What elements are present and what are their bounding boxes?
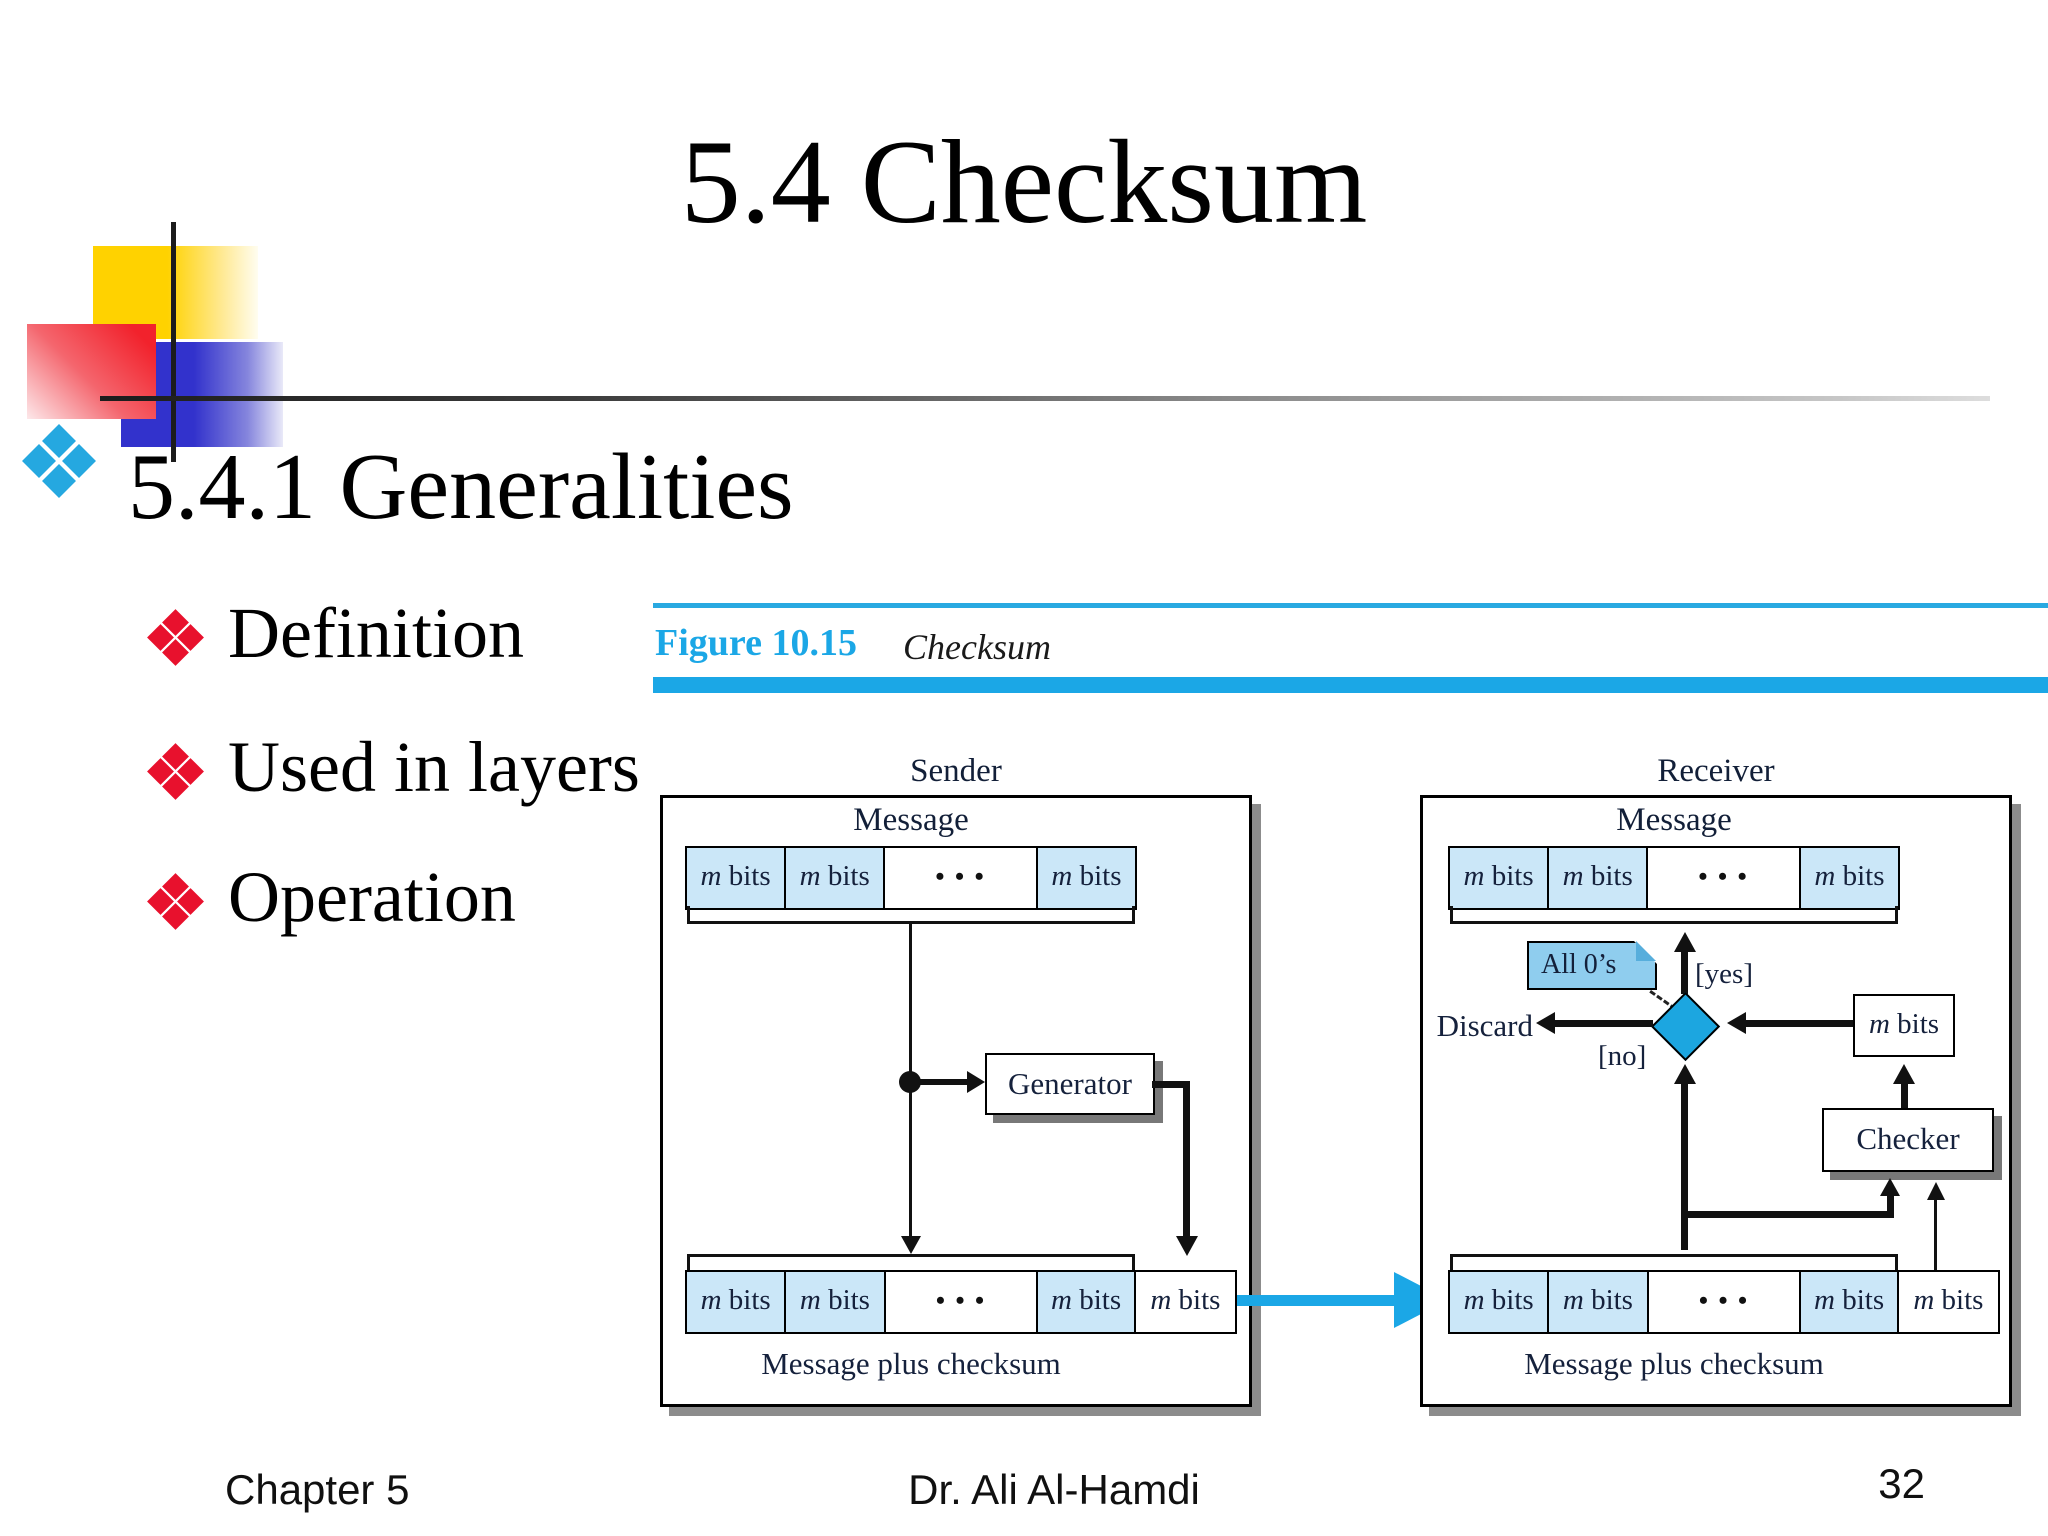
footer-author: Dr. Ali Al-Hamdi xyxy=(908,1466,1200,1513)
slide-title: 5.4 Checksum xyxy=(680,115,1368,248)
all-zeros-text: All 0’s xyxy=(1541,949,1617,980)
figure-caption: Checksum xyxy=(903,627,1051,667)
sender-box: Sender Message m bits m bits • • • m bit… xyxy=(660,753,1252,1407)
cell-m-bits: m bits xyxy=(687,848,787,908)
no-label: [no] xyxy=(1598,1040,1647,1072)
decor-red-square xyxy=(27,324,156,419)
m-bits-box: m bits xyxy=(1853,994,1955,1057)
footer-page-number: 32 xyxy=(1878,1460,1925,1507)
checksum-feed-line xyxy=(1934,1198,1937,1270)
cell-m-bits: m bits xyxy=(786,848,886,908)
note-fold-icon xyxy=(1636,941,1656,961)
cell-ellipsis: • • • xyxy=(1649,1272,1802,1332)
bullet-l1-text: 5.4.1 Generalities xyxy=(128,435,794,539)
cell-m-bits: m bits xyxy=(1450,1272,1550,1332)
footer-chapter: Chapter 5 xyxy=(225,1466,410,1513)
generator-out-line xyxy=(1152,1081,1190,1088)
receiver-message-cells: m bits m bits • • • m bits xyxy=(1448,846,1900,910)
bullet-l2-text: Used in layers xyxy=(228,727,640,807)
checker-box: Checker xyxy=(1822,1108,1994,1172)
cell-ellipsis: • • • xyxy=(885,848,1038,908)
junction-dot-icon xyxy=(899,1071,921,1093)
arrow-up-icon xyxy=(1893,1064,1915,1084)
checker-to-mbits-line xyxy=(1901,1082,1908,1108)
cell-checksum: m bits xyxy=(1913,1284,1984,1316)
checker-to-diamond-line xyxy=(1744,1020,1853,1027)
cell-m-bits: m bits xyxy=(1037,848,1136,908)
sender-checksum-cells: m bits m bits • • • m bits m bits xyxy=(685,1270,1237,1334)
cell-ellipsis: • • • xyxy=(886,1272,1039,1332)
cell-m-bits: m bits xyxy=(786,1272,886,1332)
arrow-right-icon xyxy=(967,1071,985,1093)
sender-bottom-label: Message plus checksum xyxy=(761,1346,1061,1381)
arrow-up-icon xyxy=(1927,1182,1945,1200)
cell-m-bits: m bits xyxy=(687,1272,787,1332)
discard-line xyxy=(1553,1020,1653,1027)
cell-m-bits: m bits xyxy=(1450,848,1550,908)
diamond-bullet-icon xyxy=(147,609,204,666)
sender-top-bracket xyxy=(687,906,1135,924)
receiver-message-label: Message xyxy=(1616,802,1732,838)
data-flow-line xyxy=(1887,1194,1894,1211)
m-bits-text: bits xyxy=(1897,1008,1940,1040)
sender-message-cells: m bits m bits • • • m bits xyxy=(685,846,1137,910)
bullet-l2-text: Operation xyxy=(228,857,516,937)
receiver-checksum-cells: m bits m bits • • • m bits m bits xyxy=(1448,1270,2000,1334)
cell-m-bits: m bits xyxy=(1549,1272,1649,1332)
sender-bottom-bracket xyxy=(687,1254,1135,1270)
arrow-left-icon xyxy=(1727,1012,1746,1034)
sender-message-label: Message xyxy=(853,802,969,838)
cell-ellipsis: • • • xyxy=(1648,848,1801,908)
generator-box: Generator xyxy=(985,1053,1155,1115)
cell-m-bits: m bits xyxy=(1549,848,1649,908)
yes-label: [yes] xyxy=(1695,958,1753,990)
receiver-top-bracket xyxy=(1450,906,1898,924)
diamond-bullet-icon xyxy=(147,743,204,800)
transmission-arrow xyxy=(1237,1295,1397,1306)
diamond-bullet-icon xyxy=(147,873,204,930)
receiver-box: Receiver Message m bits m bits • • • m b… xyxy=(1420,753,2012,1407)
figure-number: Figure 10.15 xyxy=(655,622,857,664)
cell-m-bits: m bits xyxy=(1800,848,1899,908)
decision-diamond-icon xyxy=(1650,991,1721,1062)
receiver-title: Receiver xyxy=(1657,753,1775,789)
generator-out-line xyxy=(1183,1081,1190,1238)
arrow-up-icon xyxy=(1674,932,1696,952)
cell-m-bits: m bits xyxy=(1801,1272,1899,1332)
yes-line xyxy=(1681,950,1688,994)
arrow-up-icon xyxy=(1880,1178,1900,1196)
cell-m-bits: m bits xyxy=(1038,1272,1136,1332)
figure-top-rule xyxy=(653,603,2048,608)
arrow-left-icon xyxy=(1536,1012,1555,1034)
figure-bottom-rule xyxy=(653,677,2048,693)
receiver-bottom-bracket xyxy=(1450,1254,1898,1270)
data-flow-line xyxy=(1681,1082,1688,1250)
bullet-l2-text: Definition xyxy=(228,593,524,673)
arrow-down-icon xyxy=(1176,1236,1198,1256)
data-flow-line xyxy=(1681,1211,1894,1218)
decor-vertical-line xyxy=(171,222,176,462)
receiver-bottom-label: Message plus checksum xyxy=(1524,1346,1824,1381)
all-zeros-note: All 0’s xyxy=(1527,940,1658,990)
arrow-up-icon xyxy=(1674,1064,1696,1084)
arrow-down-icon xyxy=(901,1236,921,1254)
decor-horizontal-rule xyxy=(100,396,1990,401)
discard-label: Discard xyxy=(1436,1008,1533,1043)
sender-branch-line xyxy=(915,1079,971,1085)
diamond-bullet-icon xyxy=(22,424,96,498)
sender-title: Sender xyxy=(910,753,1002,789)
cell-checksum: m bits xyxy=(1150,1284,1221,1316)
